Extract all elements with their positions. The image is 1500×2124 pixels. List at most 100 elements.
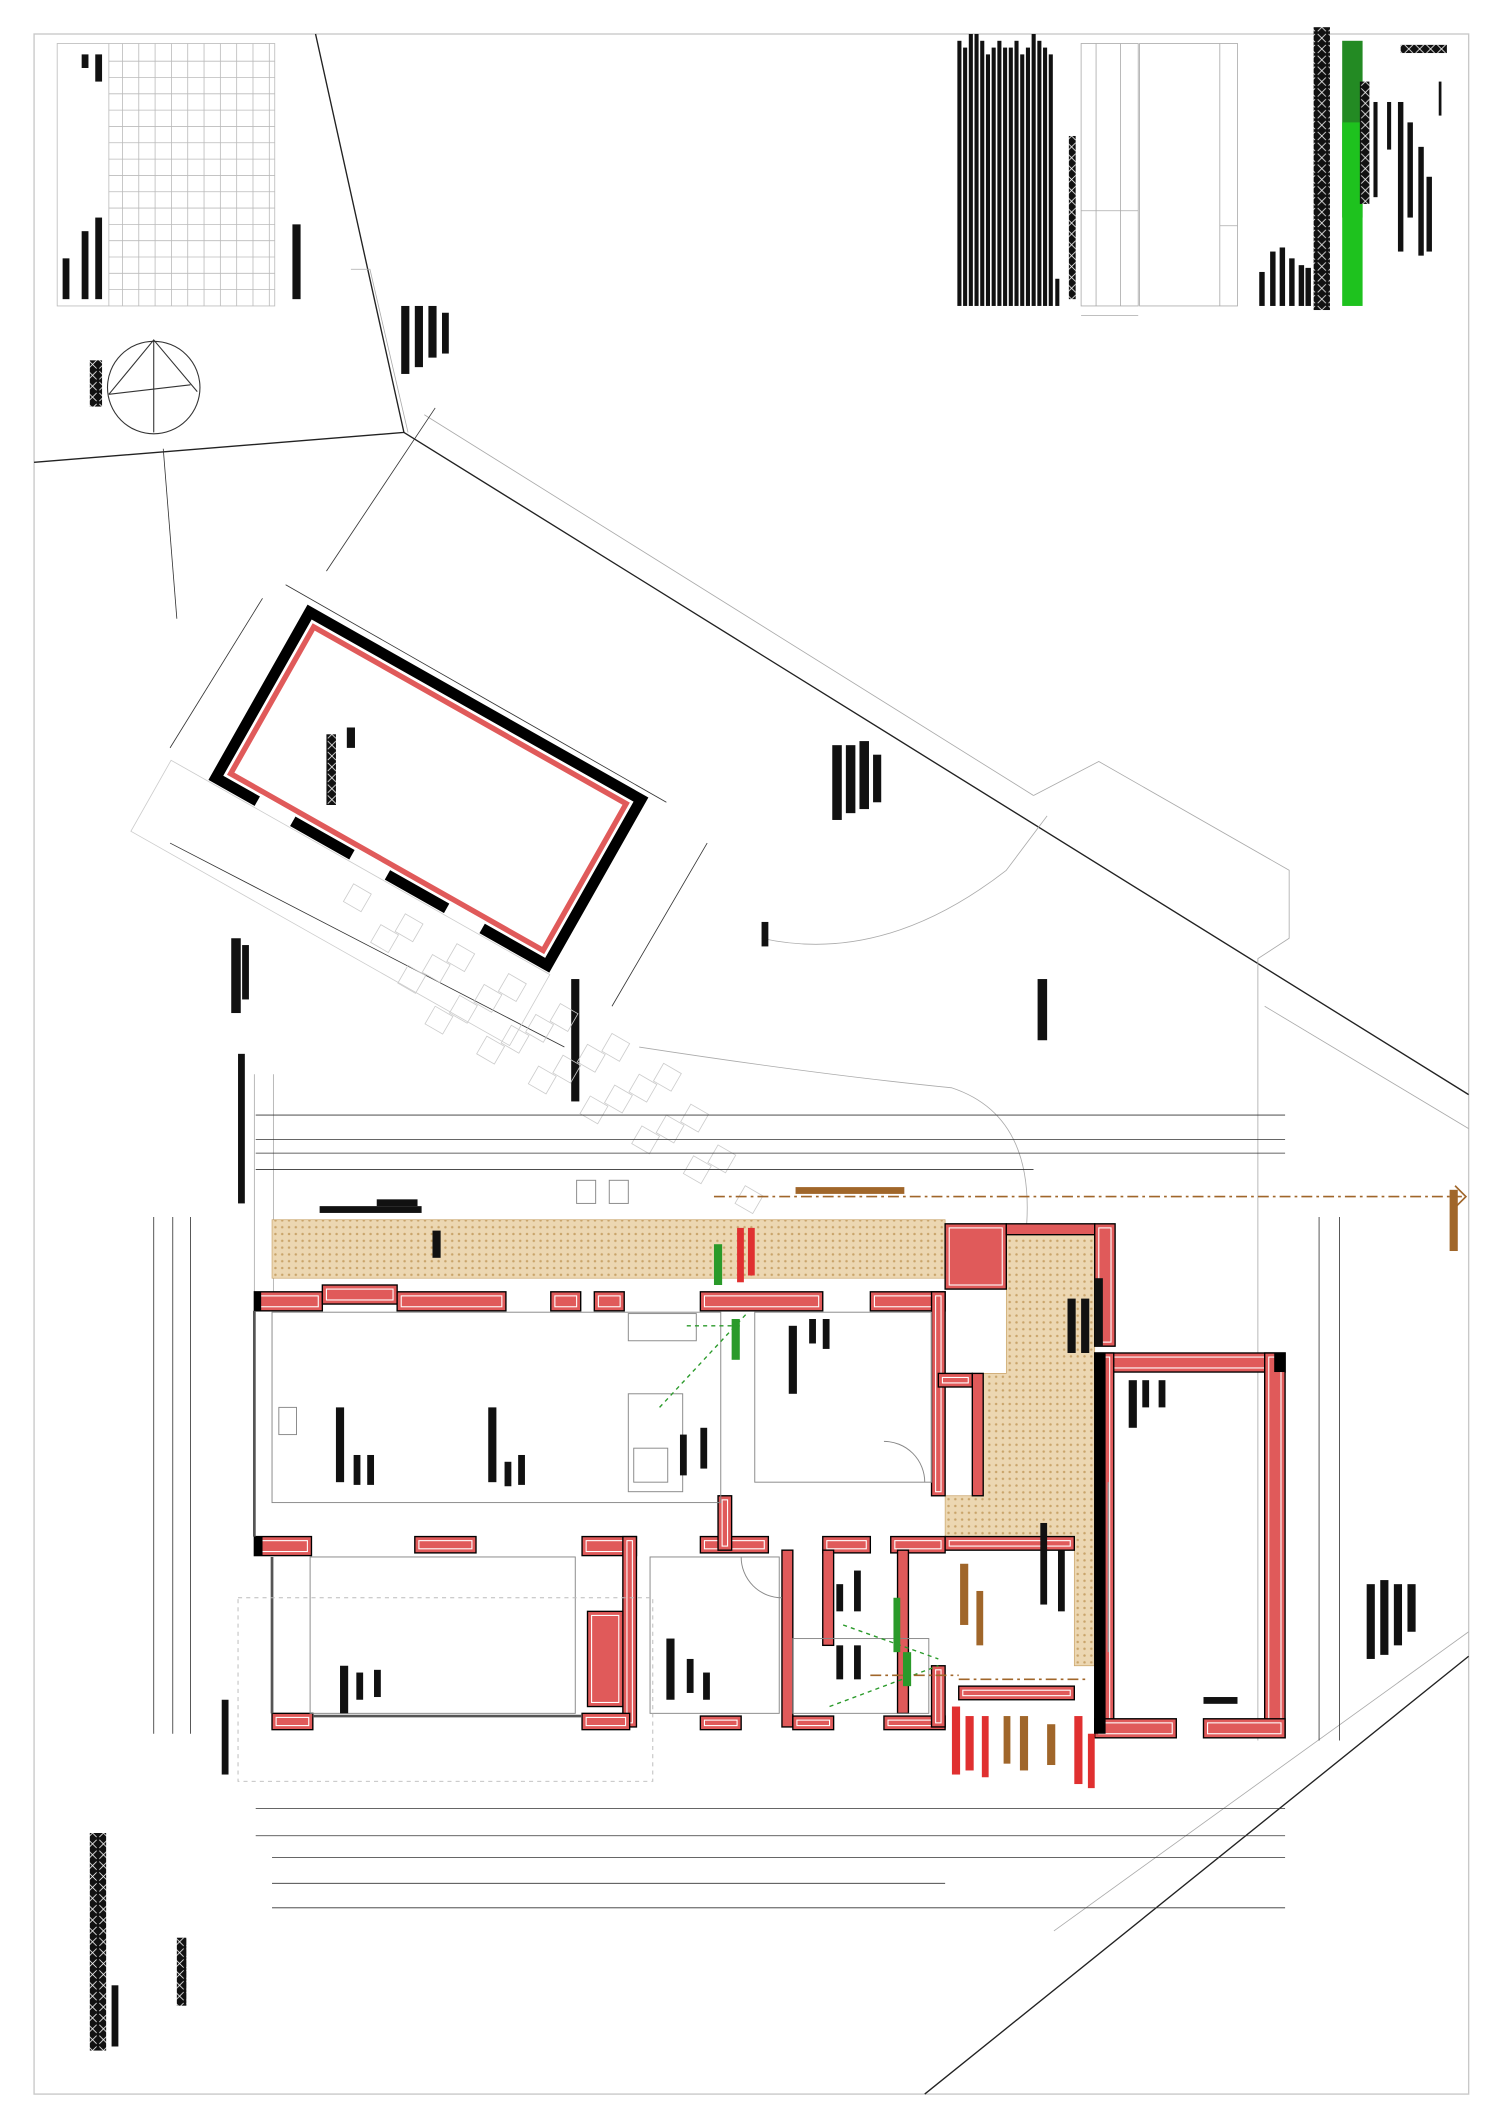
paving-tile (682, 1155, 712, 1185)
notes-line (1068, 135, 1076, 300)
service-label (960, 1563, 969, 1625)
service-label (737, 1227, 744, 1283)
notes-line (1014, 40, 1019, 306)
service-label (747, 1227, 755, 1276)
wall (1264, 1352, 1286, 1739)
wall (593, 1291, 625, 1312)
paving-tile (734, 1185, 764, 1215)
interior-lines (237, 1179, 933, 1782)
room-label (1393, 1584, 1403, 1646)
room-label (854, 1645, 861, 1680)
wall (550, 1291, 582, 1312)
paving-tile (579, 1095, 609, 1125)
drawing-title-bar (89, 1833, 107, 2051)
wall-outer (254, 1291, 262, 1311)
wall-insulation (935, 1295, 942, 1493)
room-label (1142, 1380, 1150, 1408)
main-house-walls (252, 1223, 1286, 1739)
pipe-lines (713, 1195, 1462, 1681)
paving-tile (655, 1114, 685, 1144)
notes-line (968, 33, 973, 306)
notes-line (1279, 247, 1286, 306)
notes-line (1025, 47, 1030, 306)
paving-tile (394, 913, 424, 943)
room-label (319, 1206, 422, 1213)
wall (958, 1685, 1075, 1701)
bottom-dimension-chains (255, 1808, 1286, 1909)
paving-tile (421, 954, 451, 983)
notes-line (980, 40, 985, 306)
service-label (981, 1716, 989, 1778)
room-label (809, 1319, 816, 1344)
wall (253, 1291, 324, 1312)
service-label (902, 1652, 912, 1687)
room-label (1040, 1522, 1048, 1605)
wall (781, 1549, 794, 1728)
property-lines (34, 33, 1470, 2095)
wall (822, 1549, 835, 1647)
wall-insulation (826, 1540, 867, 1550)
room-label (432, 1230, 441, 1258)
legend-scale-bar (1313, 27, 1330, 311)
room-label (488, 1407, 497, 1483)
wall (1094, 1718, 1177, 1739)
wall-insulation (948, 1227, 1003, 1286)
garage-dimensions (162, 407, 708, 1048)
wall (699, 1715, 742, 1731)
room-label (340, 1665, 349, 1714)
notes-line (1043, 47, 1048, 306)
wall (944, 1535, 1075, 1551)
notes-line (1259, 271, 1265, 306)
room-label (836, 1584, 844, 1612)
notes-line (1407, 122, 1413, 218)
room-label (703, 1672, 710, 1700)
room-labels (221, 1053, 1416, 1775)
wall-insulation (275, 1716, 310, 1727)
wall-insulation (703, 1295, 820, 1308)
wall-outer (1274, 1352, 1286, 1373)
notes-line (1418, 146, 1424, 256)
room-label (353, 1454, 361, 1485)
wall-insulation (935, 1669, 942, 1724)
room-label (221, 1699, 229, 1775)
wall (699, 1535, 770, 1554)
wall (1094, 1352, 1286, 1373)
room-label (1128, 1380, 1137, 1428)
room-label (679, 1434, 687, 1476)
service-label (893, 1597, 901, 1653)
drawing-subtitle (111, 1985, 119, 2047)
service-labels (713, 1187, 1458, 1789)
room-label (836, 1645, 844, 1680)
north-label (89, 360, 103, 407)
room-label (367, 1454, 375, 1485)
paving-tile (424, 1005, 454, 1035)
wall (1202, 1718, 1286, 1739)
service-label (795, 1187, 905, 1194)
paving-tile (628, 1073, 658, 1103)
wall (622, 1535, 638, 1728)
room-label (504, 1461, 512, 1487)
notes-line (1055, 278, 1060, 306)
wall (699, 1291, 824, 1312)
room-label (854, 1570, 861, 1612)
paving-tile (476, 1035, 506, 1065)
wall (253, 1535, 313, 1557)
notes-line (1305, 267, 1311, 306)
wall (1005, 1223, 1096, 1236)
paving-tile (342, 883, 372, 913)
wall (792, 1715, 835, 1731)
paving-grid (342, 883, 764, 1215)
wall-insulation (941, 1376, 969, 1384)
wall (944, 1223, 1008, 1290)
room-label (335, 1407, 345, 1483)
paving-tile (680, 1103, 710, 1133)
notes-line (1031, 33, 1036, 306)
service-label (1074, 1716, 1083, 1785)
garage-building (130, 604, 649, 1047)
paving-tile (707, 1144, 737, 1174)
left-dimension-chains (153, 1217, 191, 1734)
room-label (374, 1669, 381, 1698)
notes-line (963, 47, 968, 306)
notes-line (1289, 258, 1295, 306)
